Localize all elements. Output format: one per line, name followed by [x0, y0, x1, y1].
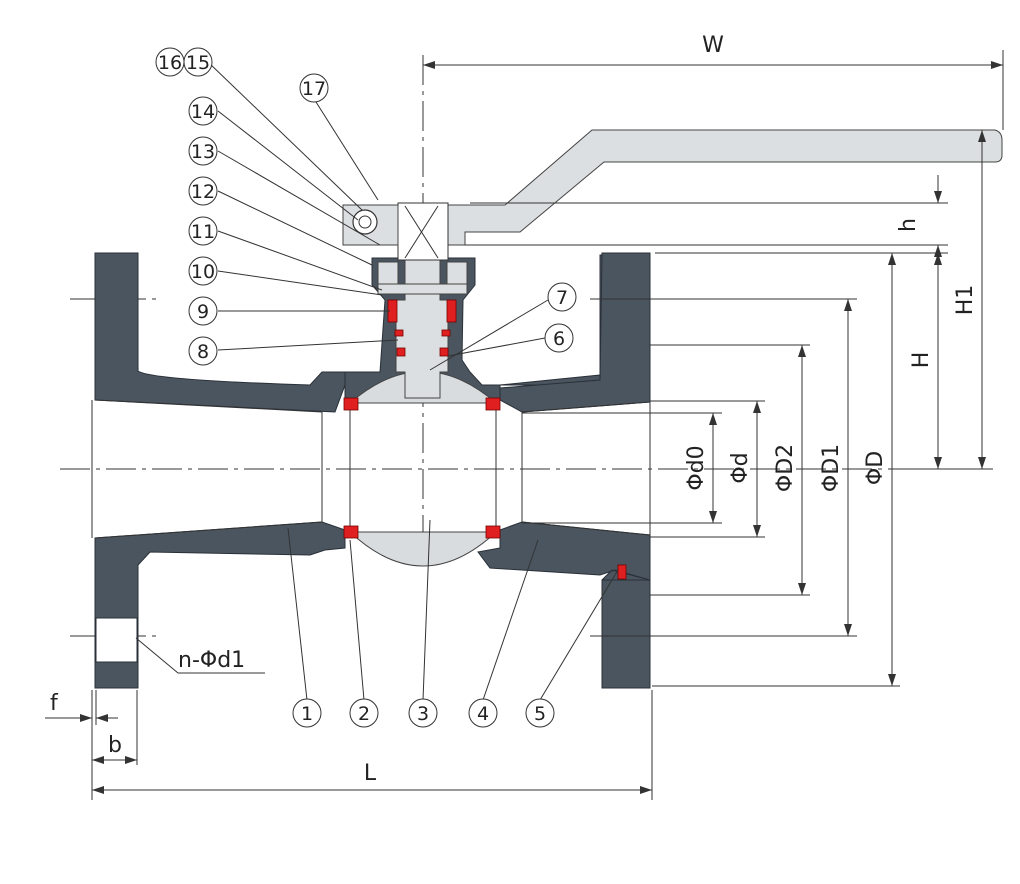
callout-14: 14 [188, 96, 218, 126]
callout-leaders [207, 61, 619, 701]
stem-seal-left [396, 347, 406, 357]
svg-text:8: 8 [197, 341, 209, 363]
thrust-washer-left [394, 329, 404, 337]
left-bolt-hole [95, 617, 138, 663]
callout-16: 16 [155, 47, 185, 77]
dim-b: b [108, 733, 122, 758]
dim-L: L [364, 761, 377, 786]
callout-10: 10 [188, 256, 218, 286]
svg-text:2: 2 [358, 703, 370, 725]
svg-text:1: 1 [301, 703, 313, 725]
right-bore-top [521, 401, 651, 413]
svg-text:5: 5 [534, 703, 546, 725]
seat-right-bottom [485, 525, 501, 539]
svg-text:15: 15 [186, 52, 210, 74]
svg-text:13: 13 [191, 141, 215, 163]
handle-cross-2 [404, 205, 439, 259]
svg-text:17: 17 [302, 78, 326, 100]
callout-4: 4 [468, 698, 498, 728]
right-bore-bottom [521, 521, 651, 536]
svg-text:12: 12 [191, 181, 215, 203]
handle-boss [397, 202, 449, 261]
svg-text:11: 11 [191, 221, 215, 243]
gland-plate [377, 283, 468, 295]
dim-h: h [896, 218, 921, 232]
dim-phi-d: Φd [728, 452, 753, 483]
right-flange-face [601, 579, 651, 689]
callout-13: 13 [188, 136, 218, 166]
dim-H: H [909, 352, 934, 369]
callout-5: 5 [525, 698, 555, 728]
dim-phi-d0: Φd0 [684, 445, 709, 490]
seat-left-top [343, 397, 359, 411]
dim-phi-D1: ΦD1 [819, 444, 844, 492]
callout-15: 15 [183, 47, 213, 77]
svg-text:7: 7 [556, 287, 568, 309]
callout-11: 11 [188, 216, 218, 246]
body-gasket [617, 564, 627, 580]
thrust-washer-right [441, 329, 451, 337]
callout-12: 12 [188, 176, 218, 206]
dim-f: f [50, 691, 59, 716]
gland-nut-right [446, 261, 468, 285]
svg-text:14: 14 [191, 101, 215, 123]
svg-text:4: 4 [477, 703, 489, 725]
svg-text:3: 3 [417, 703, 429, 725]
callout-3: 3 [408, 698, 438, 728]
svg-text:9: 9 [197, 301, 209, 323]
stem-packing-right [446, 299, 457, 323]
stem-seal-right [439, 347, 449, 357]
lock-nut-icon [352, 209, 378, 235]
svg-text:10: 10 [191, 261, 215, 283]
dim-H1: H1 [953, 285, 978, 316]
callout-2: 2 [349, 698, 379, 728]
left-flange-bottom [94, 521, 346, 689]
dim-W: W [702, 33, 724, 58]
seat-left-bottom [343, 525, 359, 539]
dim-phi-D2: ΦD2 [773, 444, 798, 492]
callout-6: 6 [544, 323, 574, 353]
gland-nut-left [377, 261, 399, 285]
ball-bottom [348, 531, 498, 567]
left-bore-top [94, 399, 323, 413]
dim-n-phi-d1: n-Φd1 [178, 648, 245, 673]
left-bore-bottom [94, 521, 323, 539]
callout-7: 7 [547, 282, 577, 312]
callout-17: 17 [299, 73, 329, 103]
callout-1: 1 [292, 698, 322, 728]
right-flange-top [499, 252, 651, 413]
svg-text:6: 6 [553, 328, 565, 350]
dim-phi-D: ΦD [863, 451, 888, 485]
callout-9: 9 [188, 296, 218, 326]
handle-lever [397, 129, 1003, 246]
seat-right-top [485, 397, 501, 411]
svg-text:16: 16 [158, 52, 182, 74]
callout-8: 8 [188, 336, 218, 366]
